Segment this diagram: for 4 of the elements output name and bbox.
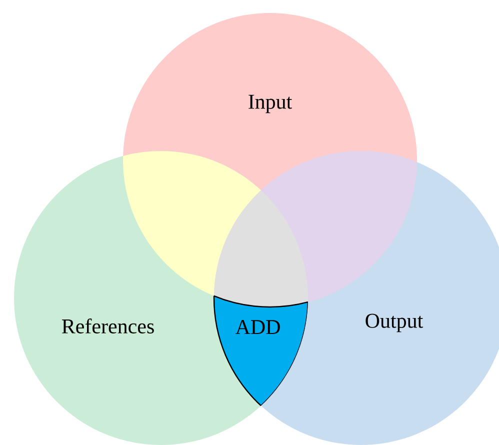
region-label: Output [366, 314, 424, 332]
region-label: Input [248, 94, 292, 114]
region-label: ADD [235, 320, 280, 334]
region-label: References [62, 318, 154, 334]
